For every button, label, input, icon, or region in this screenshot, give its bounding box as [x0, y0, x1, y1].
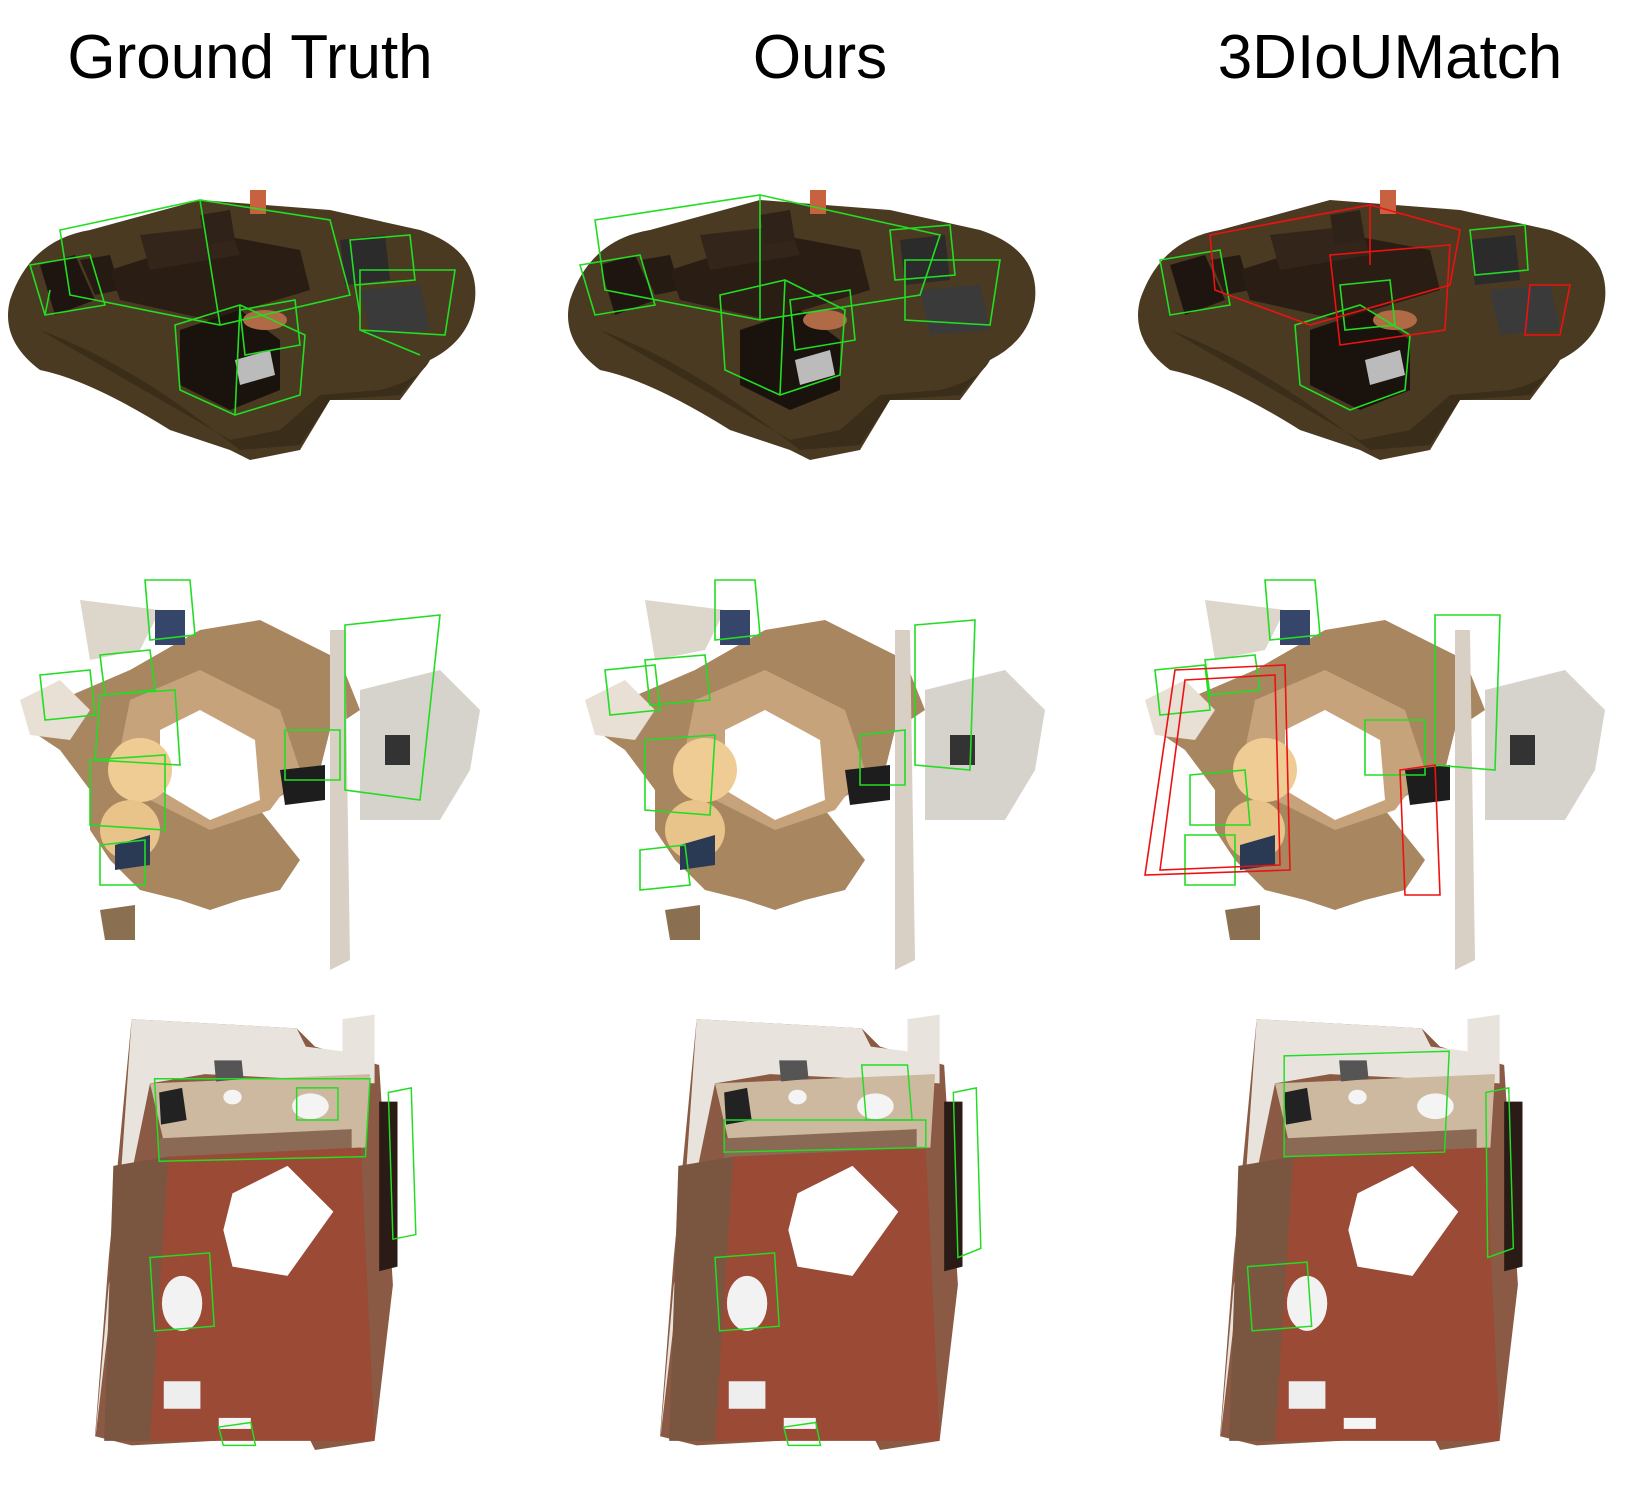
column-title-ours: Ours [752, 23, 888, 92]
green-boxes [1154, 579, 1501, 886]
scene-render [8, 190, 476, 460]
panel-row3-ground-truth [0, 1010, 520, 1450]
panel-row2-ours [565, 570, 1085, 1010]
scene-render [1138, 190, 1606, 460]
panel-row1-ours [560, 175, 1080, 615]
green-boxes [1246, 1050, 1515, 1332]
panel-row1-3dioumatch [1130, 175, 1640, 615]
panel-row2-3dioumatch [1125, 570, 1640, 1010]
column-title-3dioumatch: 3DIoUMatch [1217, 23, 1563, 92]
green-boxes [149, 1078, 417, 1447]
panel-row3-ours [565, 1010, 1085, 1450]
column-title-ground-truth: Ground Truth [67, 23, 433, 92]
red-boxes [1209, 204, 1571, 346]
panel-row2-ground-truth [0, 570, 520, 1010]
green-boxes [28, 199, 456, 416]
green-boxes [714, 1064, 982, 1447]
scene-render [95, 1014, 417, 1450]
green-boxes [1159, 224, 1529, 411]
scene-render [660, 1014, 982, 1450]
scene-render [1220, 1014, 1523, 1450]
panel-row1-ground-truth [0, 175, 520, 615]
green-boxes [39, 579, 441, 886]
panel-row3-3dioumatch [1125, 1010, 1640, 1450]
red-boxes [1144, 664, 1441, 896]
scene-render [20, 579, 480, 970]
green-boxes [578, 194, 1001, 396]
scene-render [1144, 579, 1605, 970]
scene-render [585, 579, 1045, 970]
green-boxes [604, 579, 976, 891]
scene-render [568, 190, 1036, 460]
